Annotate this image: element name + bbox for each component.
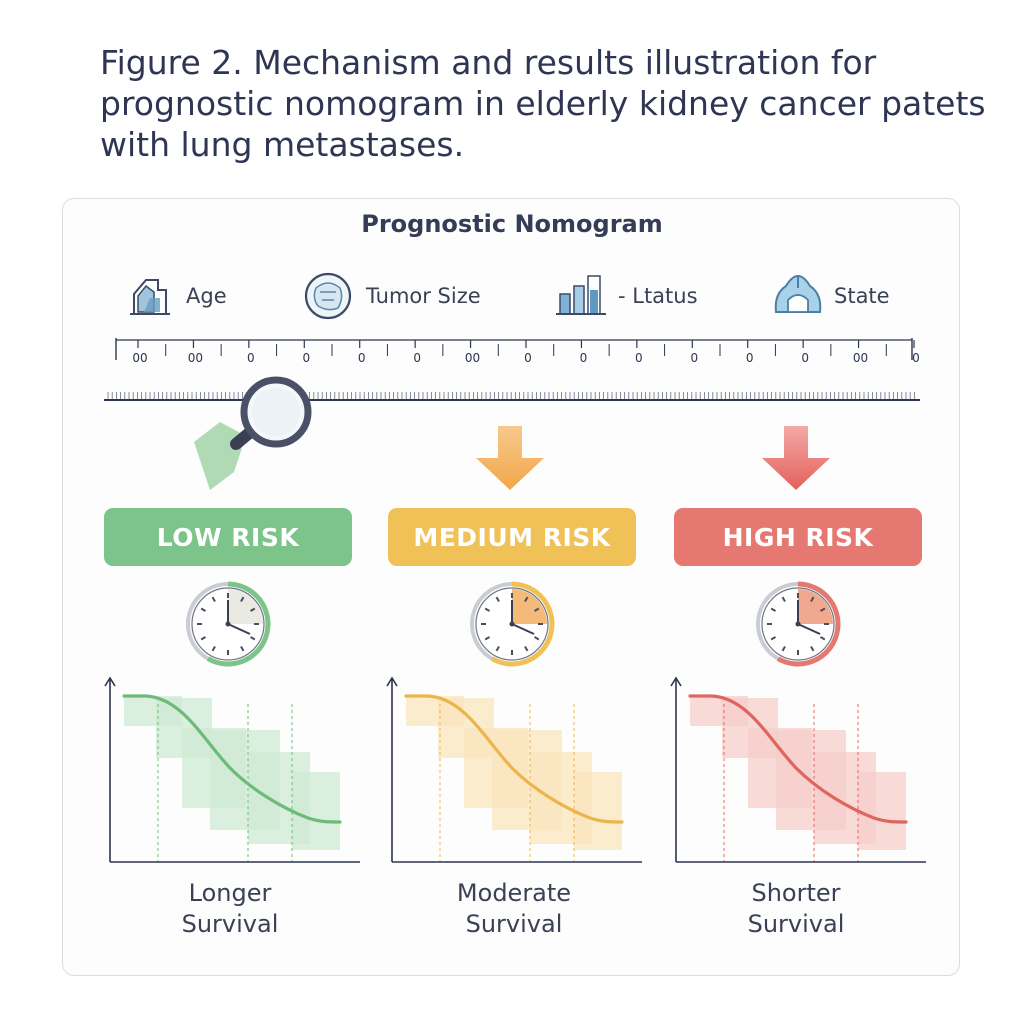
variable-tumor-size: Tumor Size xyxy=(302,266,481,326)
scale-label: 00 xyxy=(465,351,480,365)
y-axis-arrow xyxy=(386,676,398,687)
scale-label: 00 xyxy=(132,351,147,365)
clock-hour-mark xyxy=(810,646,815,652)
variable-label: State xyxy=(834,284,890,308)
scale-label: 0 xyxy=(690,351,698,365)
clock-sector xyxy=(798,589,833,624)
scale-label: 0 xyxy=(746,351,754,365)
clock-hour-mark xyxy=(240,596,245,602)
clock-hour-mark xyxy=(820,636,826,641)
clock-hour-mark xyxy=(810,596,815,602)
scale-label: 0 xyxy=(302,351,310,365)
scale-label: 0 xyxy=(801,351,809,365)
clock-ring xyxy=(776,581,841,667)
scale-ticks xyxy=(107,338,915,400)
variable-label: Tumor Size xyxy=(366,284,481,308)
high-risk-badge: HIGH RISK xyxy=(674,508,922,566)
clock-hour-mark xyxy=(200,636,206,641)
survival-curve-line xyxy=(688,694,908,824)
scale-label: 00 xyxy=(188,351,203,365)
clock-hour-mark xyxy=(250,607,256,612)
high-risk-survival-curve xyxy=(670,676,926,863)
scale-label: 0 xyxy=(635,351,643,365)
variable-label: Age xyxy=(186,284,227,308)
confidence-band xyxy=(292,772,340,850)
clock-hour-mark xyxy=(495,596,500,602)
clock-hour-mark xyxy=(495,646,500,652)
clock-hand xyxy=(797,623,821,635)
y-axis-arrow xyxy=(670,676,682,687)
confidence-band xyxy=(858,772,906,850)
clock-sector xyxy=(228,589,263,624)
kidney-icon xyxy=(130,279,170,315)
survival-curve-line xyxy=(122,694,342,824)
clock-hour-mark xyxy=(781,596,786,602)
figure-caption: Figure 2. Mechanism and results illustra… xyxy=(100,42,986,165)
caption-line: with lung metastases. xyxy=(100,125,465,164)
clock-hour-mark xyxy=(770,636,776,641)
scale-label: 0 xyxy=(358,351,366,365)
scale-label: 0 xyxy=(247,351,255,365)
clock-center xyxy=(509,621,515,627)
high-risk-clock-icon xyxy=(756,581,841,667)
clock-hour-mark xyxy=(240,646,245,652)
clock-hour-mark xyxy=(820,607,826,612)
low-risk-badge: LOW RISK xyxy=(104,508,352,566)
clock-hour-mark xyxy=(534,636,540,641)
caption-line: prognostic nomogram in elderly kidney ca… xyxy=(100,84,986,123)
clock-hour-mark xyxy=(200,607,206,612)
caption-line: Figure 2. Mechanism and results illustra… xyxy=(100,43,877,82)
clock-hour-mark xyxy=(211,646,216,652)
scale-label: 00 xyxy=(853,351,868,365)
clock-hand xyxy=(511,623,535,635)
variable-status: - Ltatus xyxy=(554,266,698,326)
bar-chart-icon xyxy=(556,275,606,315)
clock-hour-mark xyxy=(250,636,256,641)
scale-label: 0 xyxy=(413,351,421,365)
low-risk-outcome: Longer Survival xyxy=(181,879,279,938)
clock-hour-mark xyxy=(524,596,529,602)
clock-hour-mark xyxy=(781,646,786,652)
low-risk-survival-curve xyxy=(104,676,360,863)
medium-risk-clock-icon xyxy=(470,581,555,667)
clock-sector xyxy=(512,589,547,624)
confidence-band xyxy=(574,772,622,850)
variable-age: Age xyxy=(126,266,227,326)
medium-risk-survival-curve xyxy=(386,676,642,863)
scale-label: 0 xyxy=(524,351,532,365)
survival-curve-line xyxy=(404,694,624,824)
clock-hour-mark xyxy=(770,607,776,612)
variable-state: State xyxy=(770,266,890,326)
high-risk-arrow-icon xyxy=(762,426,830,490)
scale-label: 0 xyxy=(580,351,588,365)
clock-hand xyxy=(227,623,251,635)
variable-label: - Ltatus xyxy=(618,284,698,308)
lungs-icon xyxy=(774,274,822,313)
magnifier-icon xyxy=(194,376,312,490)
clock-hour-mark xyxy=(534,607,540,612)
scale-label: 0 xyxy=(912,351,920,365)
high-risk-outcome: Shorter Survival xyxy=(747,879,845,938)
y-axis-arrow xyxy=(104,676,116,687)
clock-center xyxy=(225,621,231,627)
medium-risk-outcome: Moderate Survival xyxy=(456,879,572,938)
clock-hour-mark xyxy=(211,596,216,602)
low-risk-clock-icon xyxy=(186,581,271,667)
clock-ring xyxy=(206,581,271,667)
medium-risk-badge: MEDIUM RISK xyxy=(388,508,636,566)
clock-center xyxy=(795,621,801,627)
clock-ring xyxy=(490,581,555,667)
medium-risk-arrow-icon xyxy=(476,426,544,490)
clock-hour-mark xyxy=(484,607,490,612)
clock-hour-mark xyxy=(524,646,529,652)
nomogram-title: Prognostic Nomogram xyxy=(361,210,663,238)
clock-hour-mark xyxy=(484,636,490,641)
tumor-globe-icon xyxy=(304,272,352,320)
